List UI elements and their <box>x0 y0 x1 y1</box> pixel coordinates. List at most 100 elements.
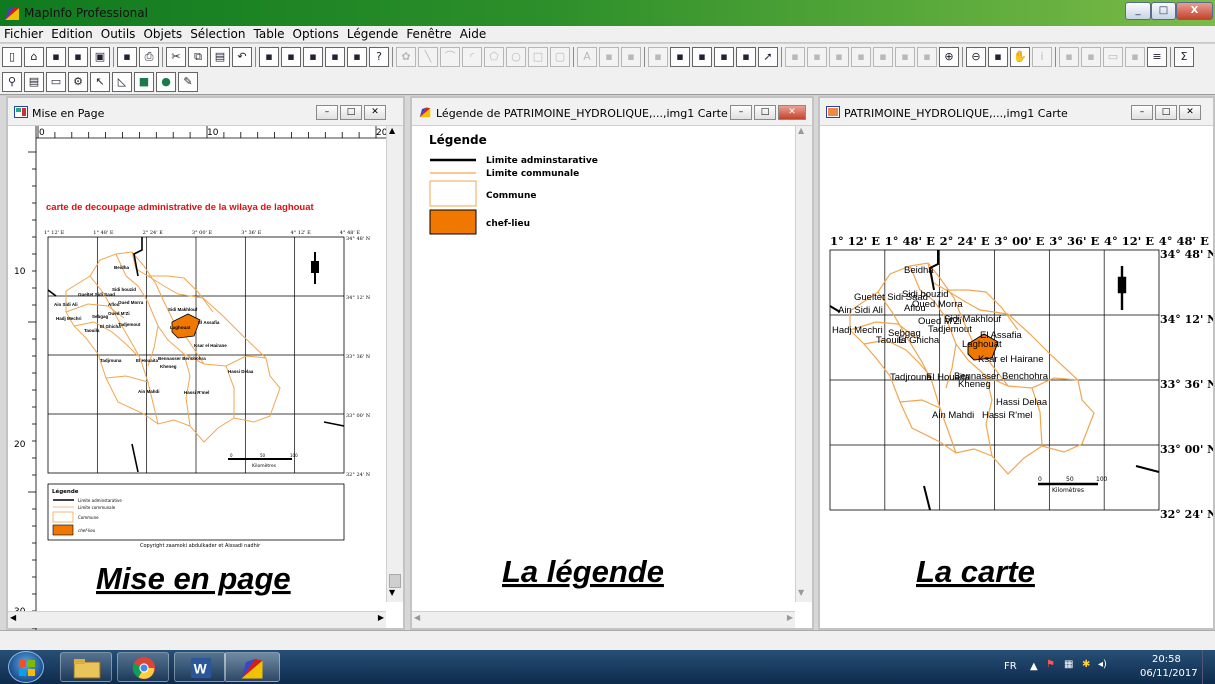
open-dbms-icon[interactable]: ▪ <box>68 47 88 67</box>
open-icon[interactable]: ⌂ <box>24 47 44 67</box>
menu-fichier[interactable]: Fichier <box>4 27 44 41</box>
tray-date[interactable]: 06/11/2017 <box>1140 668 1198 679</box>
menu-fenetre[interactable]: Fenêtre <box>406 27 452 41</box>
taskbar-word[interactable]: W <box>174 652 226 682</box>
frame-icon[interactable]: ▪ <box>599 47 619 67</box>
layout-horizontal-scrollbar[interactable]: ◀ ▶ <box>8 611 386 628</box>
text-icon[interactable]: A <box>577 47 597 67</box>
menu-objets[interactable]: Objets <box>143 27 183 41</box>
grabber-icon[interactable]: ✋ <box>1010 47 1030 67</box>
circle-tool-icon[interactable]: ● <box>156 72 176 92</box>
line-tool-icon[interactable]: ◺ <box>112 72 132 92</box>
legend-minimize-button[interactable]: – <box>730 105 752 120</box>
gear-tool-icon[interactable]: ⚙ <box>68 72 88 92</box>
radius-select-icon[interactable]: ▪ <box>807 47 827 67</box>
menu-outils[interactable]: Outils <box>100 27 136 41</box>
line-style-icon[interactable]: ▪ <box>670 47 690 67</box>
scroll-right-arrow-icon[interactable]: ▶ <box>377 613 384 622</box>
menu-edition[interactable]: Edition <box>51 27 93 41</box>
tray-language[interactable]: FR <box>1004 661 1017 672</box>
polygon-icon[interactable]: ⬠ <box>484 47 504 67</box>
legend-vertical-scrollbar[interactable]: ▲ ▼ <box>795 126 812 602</box>
frame-tool-icon[interactable]: ▭ <box>46 72 66 92</box>
scroll-left-arrow-icon[interactable]: ◀ <box>10 613 17 622</box>
start-button[interactable] <box>8 651 44 683</box>
legend-window-titlebar[interactable]: Légende de PATRIMOINE_HYDROLIQUE,...,img… <box>412 98 812 126</box>
new-layout-icon[interactable]: ▪ <box>325 47 345 67</box>
app-minimize-button[interactable]: _ <box>1125 2 1151 20</box>
new-grapher-icon[interactable]: ▪ <box>303 47 323 67</box>
map-minimize-button[interactable]: – <box>1131 105 1153 120</box>
new-icon[interactable]: ▯ <box>2 47 22 67</box>
tray-power-icon[interactable]: ✱ <box>1082 659 1091 670</box>
hotlink-icon[interactable]: ⚲ <box>2 72 22 92</box>
menu-aide[interactable]: Aide <box>459 27 487 41</box>
zoom-out-icon[interactable]: ⊖ <box>966 47 986 67</box>
symbol-style-icon[interactable]: ▪ <box>714 47 734 67</box>
map-window-titlebar[interactable]: PATRIMOINE_HYDROLIQUE,...,img1 Carte – □… <box>820 98 1213 126</box>
ruler-icon[interactable]: ▭ <box>1103 47 1123 67</box>
legend-horizontal-scrollbar[interactable]: ◀ ▶ <box>412 611 795 628</box>
undo-icon[interactable]: ↶ <box>232 47 252 67</box>
print-icon[interactable]: ⎙ <box>139 47 159 67</box>
cut-icon[interactable]: ✂ <box>166 47 186 67</box>
layout-scroll-thumb[interactable] <box>389 574 401 588</box>
arc-icon[interactable]: ◜ <box>462 47 482 67</box>
marquee-select-icon[interactable]: ▪ <box>785 47 805 67</box>
tray-show-hidden-icon[interactable]: ▲ <box>1030 661 1038 672</box>
drag-window-icon[interactable]: ▪ <box>1081 47 1101 67</box>
menu-legende[interactable]: Légende <box>346 27 399 41</box>
legend-window[interactable]: Légende de PATRIMOINE_HYDROLIQUE,...,img… <box>410 96 814 630</box>
new-browser-icon[interactable]: ▪ <box>259 47 279 67</box>
taskbar-explorer[interactable] <box>60 652 112 682</box>
close-icon[interactable]: ▪ <box>117 47 137 67</box>
rectangle-icon[interactable]: □ <box>528 47 548 67</box>
legend-scroll-up-arrow-icon[interactable]: ▲ <box>798 126 805 135</box>
fill-tool-icon[interactable]: ■ <box>134 72 154 92</box>
line-icon[interactable]: ╲ <box>418 47 438 67</box>
taskbar-mapinfo[interactable] <box>224 652 280 682</box>
info-icon[interactable]: i <box>1032 47 1052 67</box>
change-view-icon[interactable]: ▪ <box>988 47 1008 67</box>
layout-window-titlebar[interactable]: Mise en Page – □ ✕ <box>8 98 403 126</box>
map-close-button[interactable]: ✕ <box>1179 105 1201 120</box>
legend-scroll-right-arrow-icon[interactable]: ▶ <box>786 613 793 622</box>
tray-network-icon[interactable]: ▦ <box>1064 659 1074 670</box>
layer-icon[interactable]: ▤ <box>24 72 44 92</box>
boundary-select-icon[interactable]: ▪ <box>851 47 871 67</box>
scroll-up-arrow-icon[interactable]: ▲ <box>389 126 396 135</box>
legend-icon[interactable]: ≡ <box>1147 47 1167 67</box>
add-node-icon[interactable]: ▪ <box>648 47 668 67</box>
graph-select-icon[interactable]: ▪ <box>917 47 937 67</box>
app-close-button[interactable]: X <box>1176 2 1213 20</box>
draw-tool-icon[interactable]: ✎ <box>178 72 198 92</box>
taskbar-chrome[interactable] <box>117 652 169 682</box>
tray-flag-icon[interactable]: ⚑ <box>1046 659 1055 670</box>
pointer-tool-icon[interactable]: ↖ <box>90 72 110 92</box>
open-workspace-icon[interactable]: ▪ <box>46 47 66 67</box>
polyline-icon[interactable]: ⌒ <box>440 47 460 67</box>
legend-scroll-left-arrow-icon[interactable]: ◀ <box>414 613 421 622</box>
map-maximize-button[interactable]: □ <box>1155 105 1177 120</box>
reshape-icon[interactable]: ▪ <box>621 47 641 67</box>
save-icon[interactable]: ▣ <box>90 47 110 67</box>
tray-time[interactable]: 20:58 <box>1152 654 1181 665</box>
layout-vertical-scrollbar[interactable]: ▲ ▼ <box>386 126 403 602</box>
legend-scroll-down-arrow-icon[interactable]: ▼ <box>798 588 805 597</box>
show-desktop-button[interactable] <box>1202 650 1215 684</box>
legend-maximize-button[interactable]: □ <box>754 105 776 120</box>
menu-selection[interactable]: Sélection <box>190 27 246 41</box>
app-maximize-button[interactable]: □ <box>1151 2 1176 20</box>
help-icon[interactable]: ? <box>369 47 389 67</box>
paste-icon[interactable]: ▤ <box>210 47 230 67</box>
layout-window[interactable]: Mise en Page – □ ✕ 0 10 20 10 20 30 cart… <box>6 96 405 630</box>
scroll-down-arrow-icon[interactable]: ▼ <box>389 588 396 597</box>
legend-close-button[interactable]: ✕ <box>778 105 806 120</box>
layout-minimize-button[interactable]: – <box>316 105 338 120</box>
text-style-icon[interactable]: ▪ <box>736 47 756 67</box>
region-style-icon[interactable]: ▪ <box>692 47 712 67</box>
label-icon[interactable]: ▪ <box>1059 47 1079 67</box>
copy-icon[interactable]: ⧉ <box>188 47 208 67</box>
polygon-select-icon[interactable]: ▪ <box>829 47 849 67</box>
